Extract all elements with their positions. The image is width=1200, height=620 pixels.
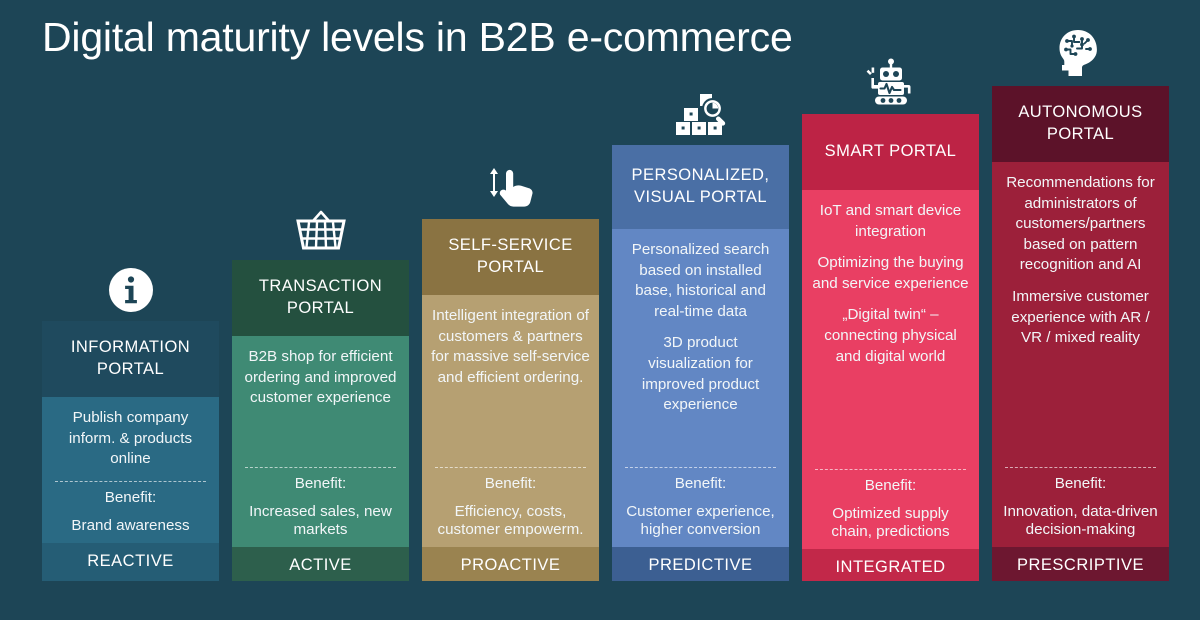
column-footer-label: PROACTIVE bbox=[422, 547, 599, 581]
column-description: Recommendations for administrators of cu… bbox=[1006, 174, 1155, 274]
benefit-divider bbox=[435, 466, 586, 468]
benefit-divider bbox=[815, 468, 966, 470]
benefit-text: Innovation, data-driven decision-making bbox=[1003, 502, 1158, 538]
column-body: Publish company inform. & products onlin… bbox=[42, 397, 219, 543]
benefit-label: Benefit: bbox=[864, 476, 917, 494]
benefit-text: Brand awareness bbox=[71, 516, 190, 534]
benefit-text: Customer experience, higher conversion bbox=[626, 502, 775, 538]
info-circle-icon bbox=[42, 261, 219, 319]
column-description: IoT and smart device integration bbox=[819, 202, 962, 240]
maturity-columns: INFORMATION PORTAL Publish company inform… bbox=[42, 0, 1170, 620]
column-heading: PERSONALIZED, VISUAL PORTAL bbox=[612, 145, 789, 229]
benefit-label: Benefit: bbox=[484, 474, 537, 492]
column-footer-label: PREDICTIVE bbox=[612, 547, 789, 581]
maturity-column[interactable]: PERSONALIZED, VISUAL PORTAL Personalized … bbox=[612, 94, 789, 581]
benefit-text: Optimized supply chain, predictions bbox=[831, 504, 950, 540]
column-body: Recommendations for administrators of cu… bbox=[992, 162, 1169, 547]
benefit-section: Benefit: Optimized supply chain, predicti… bbox=[811, 462, 970, 541]
benefit-section: Benefit: Innovation, data-driven decision… bbox=[1001, 460, 1160, 539]
maturity-column[interactable]: TRANSACTION PORTAL B2B shop for efficient… bbox=[232, 210, 409, 581]
shopping-basket-icon bbox=[232, 200, 409, 258]
benefit-divider bbox=[625, 466, 776, 468]
column-heading: INFORMATION PORTAL bbox=[42, 321, 219, 397]
column-body: B2B shop for efficient ordering and impr… bbox=[232, 336, 409, 547]
benefit-section: Benefit: Brand awareness bbox=[51, 481, 210, 535]
benefit-divider bbox=[1005, 466, 1156, 468]
benefit-label: Benefit: bbox=[294, 474, 347, 492]
column-description: Personalized search based on installed b… bbox=[631, 241, 770, 320]
column-description: Intelligent integration of customers & p… bbox=[431, 307, 590, 386]
benefit-divider bbox=[55, 481, 206, 483]
column-description: B2B shop for efficient ordering and impr… bbox=[244, 348, 397, 407]
benefit-text: Increased sales, new markets bbox=[249, 502, 392, 538]
ai-head-icon bbox=[992, 26, 1169, 84]
column-description: Optimizing the buying and service experi… bbox=[812, 254, 969, 292]
column-body: Intelligent integration of customers & p… bbox=[422, 295, 599, 547]
column-description: Publish company inform. & products onlin… bbox=[68, 409, 193, 468]
column-footer-label: REACTIVE bbox=[42, 543, 219, 581]
column-footer-label: ACTIVE bbox=[232, 547, 409, 581]
maturity-column[interactable]: AUTONOMOUS PORTAL Recommendations for adm… bbox=[992, 30, 1169, 581]
maturity-column[interactable]: SELF-SERVICE PORTAL Intelligent integrati… bbox=[422, 168, 599, 581]
benefit-section: Benefit: Customer experience, higher conv… bbox=[621, 460, 780, 539]
column-footer-label: PRESCRIPTIVE bbox=[992, 547, 1169, 581]
benefit-label: Benefit: bbox=[104, 489, 157, 507]
column-body: Personalized search based on installed b… bbox=[612, 229, 789, 547]
benefit-label: Benefit: bbox=[1054, 474, 1107, 492]
benefit-section: Benefit: Increased sales, new markets bbox=[241, 460, 400, 539]
maturity-column[interactable]: INFORMATION PORTAL Publish company inform… bbox=[42, 268, 219, 581]
robot-icon bbox=[802, 54, 979, 112]
page-title: Digital maturity levels in B2B e-commerc… bbox=[42, 14, 793, 60]
column-description: 3D product visualization for improved pr… bbox=[641, 334, 760, 414]
column-heading: AUTONOMOUS PORTAL bbox=[992, 86, 1169, 162]
swipe-hand-icon bbox=[422, 159, 599, 217]
boxes-magnifier-icon bbox=[612, 85, 789, 143]
benefit-divider bbox=[245, 466, 396, 468]
column-heading: SELF-SERVICE PORTAL bbox=[422, 219, 599, 295]
column-description: Immersive customer experience with AR / … bbox=[1011, 287, 1150, 347]
column-footer-label: INTEGRATED bbox=[802, 549, 979, 581]
benefit-text: Efficiency, costs, customer empowerm. bbox=[437, 502, 584, 538]
benefit-section: Benefit: Efficiency, costs, customer empo… bbox=[431, 460, 590, 539]
column-heading: TRANSACTION PORTAL bbox=[232, 260, 409, 336]
column-description: „Digital twin“ – connecting physical and… bbox=[824, 306, 957, 365]
column-heading: SMART PORTAL bbox=[802, 114, 979, 190]
benefit-label: Benefit: bbox=[674, 474, 727, 492]
